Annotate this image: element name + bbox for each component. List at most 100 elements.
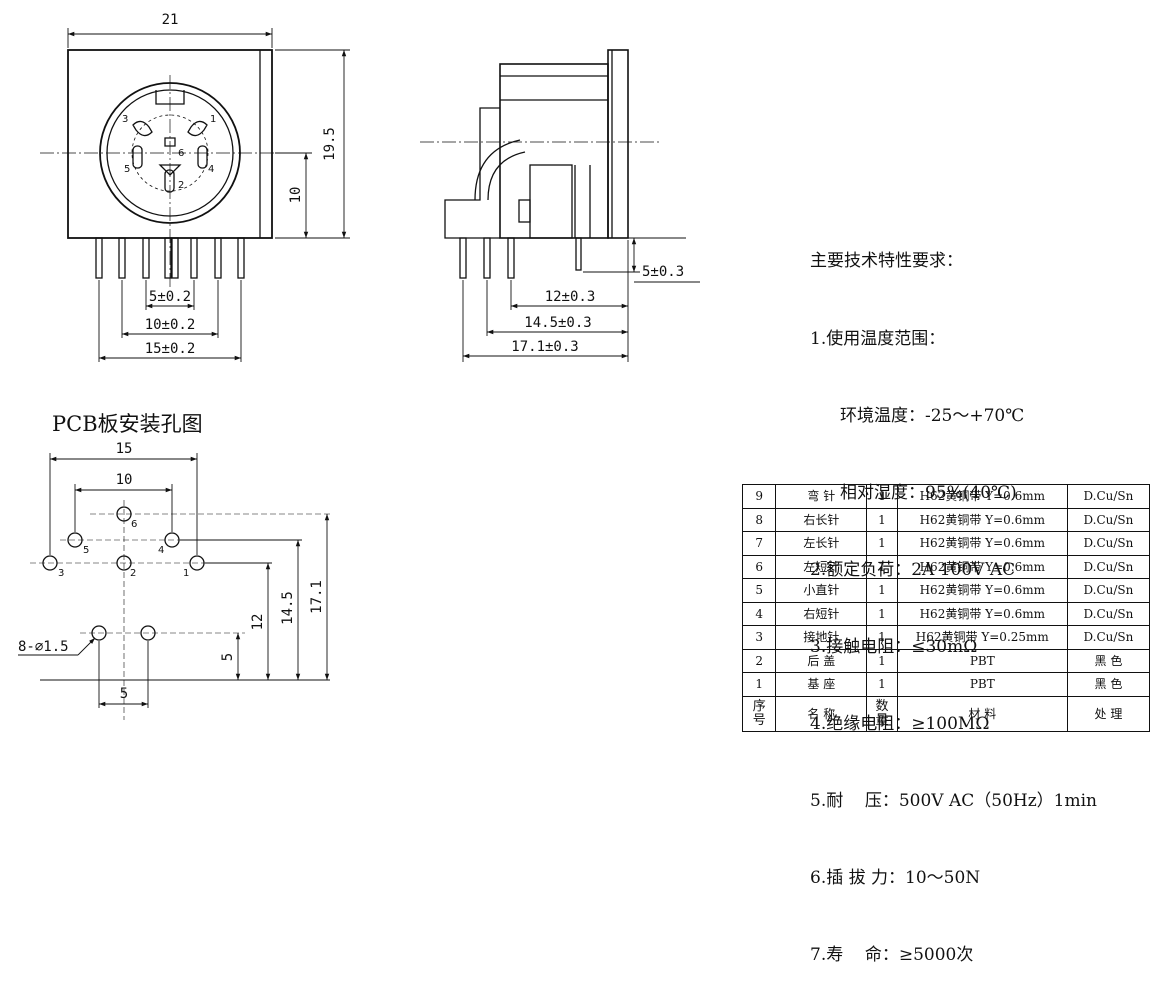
bom-material: H62黄铜带 Y=0.25mm xyxy=(896,625,1068,650)
bom-name: 左长针 xyxy=(775,531,868,556)
bom-material: H62黄铜带 Y=0.6mm xyxy=(896,484,1068,509)
dim-side-5: 5±0.3 xyxy=(642,264,684,280)
pin-label-1: 1 xyxy=(210,114,216,125)
bom-name: 右长针 xyxy=(775,507,868,532)
dim-side-12: 12±0.3 xyxy=(545,289,596,305)
bom-finish: D.Cu/Sn xyxy=(1066,554,1150,579)
spec-item-6: 6.插 拔 力：10～50N xyxy=(810,868,981,889)
dim-front-10: 10±0.2 xyxy=(145,317,196,333)
bom-no: 8 xyxy=(741,507,777,532)
dim-front-15: 15±0.2 xyxy=(145,341,196,357)
bom-header-row: 序号 名 称 数量 材 料 处 理 xyxy=(741,695,1150,732)
spec-title: 主要技术特性要求： xyxy=(810,251,963,272)
bom-no: 2 xyxy=(741,648,777,673)
bom-no: 1 xyxy=(741,672,777,697)
dim-pin-height-10: 10 xyxy=(288,187,304,204)
bom-finish: D.Cu/Sn xyxy=(1066,531,1150,556)
bom-name: 左短针 xyxy=(775,554,868,579)
bom-no: 6 xyxy=(741,554,777,579)
spec-item-5: 5.耐 压：500V AC（50Hz）1min xyxy=(810,791,1097,812)
bom-no: 3 xyxy=(741,625,777,650)
spec-item-1: 1.使用温度范围： xyxy=(810,328,946,349)
bom-material: PBT xyxy=(896,672,1068,697)
bom-no: 9 xyxy=(741,484,777,509)
bom-name: 右短针 xyxy=(775,601,868,626)
dim-front-5: 5±0.2 xyxy=(149,289,191,305)
bom-name: 后 盖 xyxy=(775,648,868,673)
bom-qty: 1 xyxy=(866,648,898,673)
pcb-hole-label-5: 5 xyxy=(83,545,89,556)
dim-side-14-5: 14.5±0.3 xyxy=(524,315,591,331)
bom-finish: D.Cu/Sn xyxy=(1066,601,1150,626)
bom-name: 接地针 xyxy=(775,625,868,650)
bom-qty: 1 xyxy=(866,507,898,532)
pcb-layout xyxy=(18,453,330,720)
pcb-vdim-5: 5 xyxy=(220,653,236,661)
bom-material: H62黄铜带 Y=0.6mm xyxy=(896,601,1068,626)
pcb-dim-15: 15 xyxy=(116,441,133,457)
pcb-vdim-12: 12 xyxy=(250,614,266,631)
bom-qty: 1 xyxy=(866,531,898,556)
bom-qty: 1 xyxy=(866,601,898,626)
pin-label-4: 4 xyxy=(208,164,214,175)
pcb-hole-label-4: 4 xyxy=(158,545,164,556)
bom-header-no: 序号 xyxy=(741,695,777,732)
bom-header-finish: 处 理 xyxy=(1066,695,1150,732)
front-leads xyxy=(95,237,245,279)
spec-item-7: 7.寿 命：≥5000次 xyxy=(810,945,974,966)
bom-qty: 1 xyxy=(866,484,898,509)
pcb-hole-label-2: 2 xyxy=(130,568,136,579)
pcb-hole-label-1: 1 xyxy=(183,568,189,579)
front-view xyxy=(40,28,350,362)
bom-header-name: 名 称 xyxy=(775,695,868,732)
bom-header-material: 材 料 xyxy=(896,695,1068,732)
pcb-holes xyxy=(42,506,205,641)
pcb-hole-label-3: 3 xyxy=(58,568,64,579)
dim-width-21: 21 xyxy=(162,12,179,28)
pcb-hole-labels: 1 2 3 4 5 6 xyxy=(58,519,189,579)
bom-material: H62黄铜带 Y=0.6mm xyxy=(896,507,1068,532)
pcb-vdim-14-5: 14.5 xyxy=(280,591,296,625)
bom-finish: D.Cu/Sn xyxy=(1066,625,1150,650)
pin-label-6: 6 xyxy=(178,148,184,159)
bom-header-qty: 数量 xyxy=(866,695,898,732)
bom-qty: 1 xyxy=(866,625,898,650)
bom-material: PBT xyxy=(896,648,1068,673)
bom-no: 4 xyxy=(741,601,777,626)
bom-header-no-text: 序号 xyxy=(752,698,766,728)
bom-finish: D.Cu/Sn xyxy=(1066,578,1150,603)
bom-material: H62黄铜带 Y=0.6mm xyxy=(896,554,1068,579)
technical-drawing: 21 19.5 10 5±0.2 10±0.2 15±0.2 1 2 3 4 5… xyxy=(18,12,700,720)
pcb-dim-10: 10 xyxy=(116,472,133,488)
pin-label-3: 3 xyxy=(122,114,128,125)
pin-label-5: 5 xyxy=(124,164,130,175)
bom-qty: 1 xyxy=(866,672,898,697)
pcb-layout-title: PCB板安装孔图 xyxy=(52,412,203,436)
pcb-hole-note: 8-∅1.5 xyxy=(18,639,69,655)
bom-material: H62黄铜带 Y=0.6mm xyxy=(896,578,1068,603)
dim-height-19-5: 19.5 xyxy=(322,127,338,161)
bom-finish: 黑 色 xyxy=(1066,672,1150,697)
side-view xyxy=(420,49,700,362)
bom-finish: D.Cu/Sn xyxy=(1066,507,1150,532)
pcb-hole-label-6: 6 xyxy=(131,519,137,530)
bom-name: 弯 针 xyxy=(775,484,868,509)
bom-no: 5 xyxy=(741,578,777,603)
pcb-dim-5: 5 xyxy=(120,686,128,702)
bom-name: 基 座 xyxy=(775,672,868,697)
bom-no: 7 xyxy=(741,531,777,556)
front-pin-labels: 1 2 3 4 5 6 xyxy=(122,114,216,191)
bom-material: H62黄铜带 Y=0.6mm xyxy=(896,531,1068,556)
bom-qty: 1 xyxy=(866,554,898,579)
pin-label-2: 2 xyxy=(178,180,184,191)
bom-name: 小直针 xyxy=(775,578,868,603)
